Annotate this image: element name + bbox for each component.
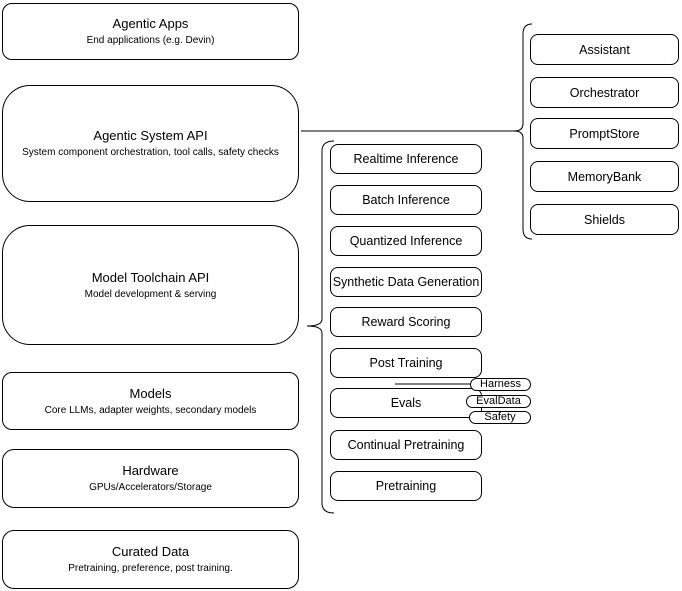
node-subtitle: Model development & serving <box>84 288 217 300</box>
node-title: Agentic System API <box>93 128 208 143</box>
node-label: Post Training <box>369 356 443 370</box>
node-agentic-apps: Agentic Apps End applications (e.g. Devi… <box>2 3 299 60</box>
node-assistant: Assistant <box>530 34 679 65</box>
node-subtitle: Pretraining, preference, post training. <box>68 563 233 574</box>
node-label: Evals <box>390 396 422 410</box>
node-subtitle: Core LLMs, adapter weights, secondary mo… <box>44 404 257 416</box>
tag-label: Harness <box>480 378 521 390</box>
node-label: Orchestrator <box>569 85 640 100</box>
node-label: PromptStore <box>569 126 640 141</box>
node-label: Continual Pretraining <box>347 438 465 452</box>
node-label: Batch Inference <box>362 193 450 207</box>
brace-toolchain-components <box>306 140 335 514</box>
tag-label: EvalData <box>476 395 521 407</box>
node-post-training: Post Training <box>330 348 482 378</box>
node-label: Pretraining <box>375 479 437 493</box>
node-evals: Evals <box>330 388 482 418</box>
node-agentic-system-api: Agentic System API System component orch… <box>2 85 299 202</box>
node-title: Agentic Apps <box>112 16 189 31</box>
node-label: Shields <box>584 212 625 227</box>
brace-system-components <box>513 23 533 240</box>
node-continual-pretraining: Continual Pretraining <box>330 430 482 460</box>
node-synthetic-data-generation: Synthetic Data Generation <box>330 267 482 297</box>
node-label: MemoryBank <box>567 169 642 184</box>
tag-label: Safety <box>484 411 516 423</box>
tag-evaldata: EvalData <box>466 395 531 408</box>
node-model-toolchain-api: Model Toolchain API Model development & … <box>2 225 299 345</box>
node-promptstore: PromptStore <box>530 118 679 149</box>
node-curated-data: Curated Data Pretraining, preference, po… <box>2 530 299 589</box>
node-batch-inference: Batch Inference <box>330 185 482 215</box>
node-hardware: Hardware GPUs/Accelerators/Storage <box>2 449 299 508</box>
node-label: Quantized Inference <box>349 234 463 248</box>
node-title: Models <box>129 385 172 401</box>
node-label: Assistant <box>579 42 630 57</box>
tag-safety: Safety <box>469 411 531 424</box>
node-subtitle: End applications (e.g. Devin) <box>86 35 215 46</box>
node-title: Model Toolchain API <box>91 269 210 285</box>
node-quantized-inference: Quantized Inference <box>330 226 482 256</box>
node-label: Realtime Inference <box>353 152 459 166</box>
node-subtitle: GPUs/Accelerators/Storage <box>89 482 212 493</box>
node-realtime-inference: Realtime Inference <box>330 144 482 174</box>
node-title: Hardware <box>122 463 179 478</box>
node-shields: Shields <box>530 204 679 235</box>
node-models: Models Core LLMs, adapter weights, secon… <box>2 372 299 430</box>
node-memorybank: MemoryBank <box>530 161 679 192</box>
node-reward-scoring: Reward Scoring <box>330 307 482 337</box>
node-orchestrator: Orchestrator <box>530 77 679 108</box>
node-label: Reward Scoring <box>361 315 451 329</box>
tag-harness: Harness <box>470 378 531 391</box>
node-pretraining: Pretraining <box>330 471 482 501</box>
node-title: Curated Data <box>111 544 190 559</box>
node-subtitle: System component orchestration, tool cal… <box>22 147 279 158</box>
node-label: Synthetic Data Generation <box>332 275 480 289</box>
